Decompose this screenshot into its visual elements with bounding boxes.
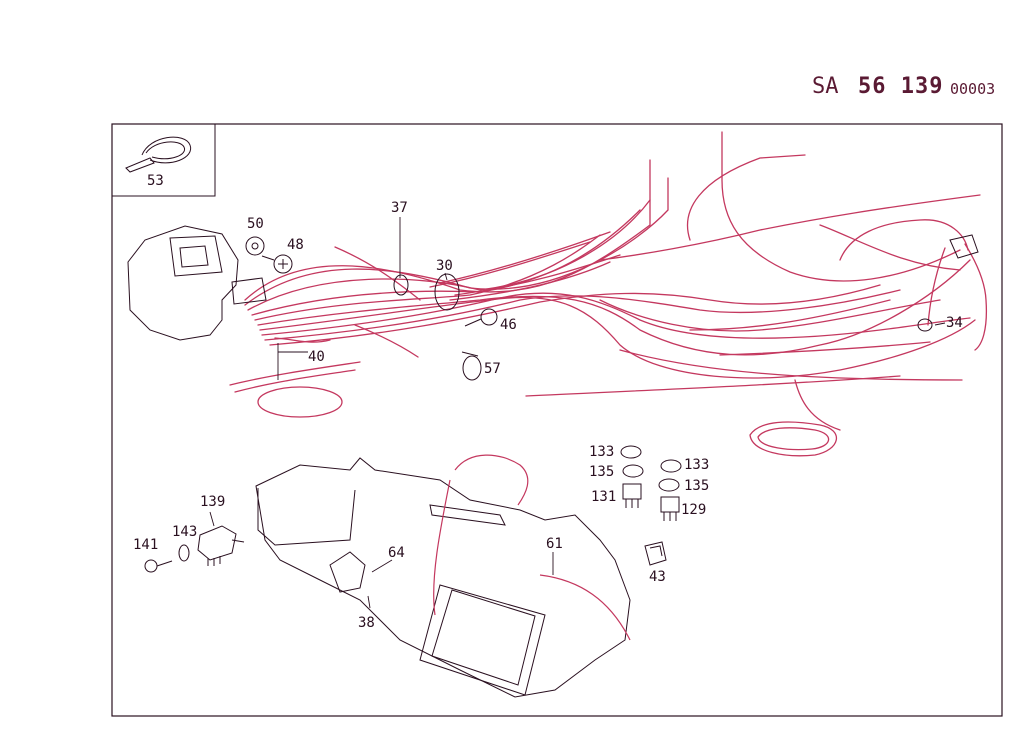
callout-143: 143: [172, 524, 198, 540]
callout-133a: 133: [589, 444, 615, 460]
diagram-sequence: 00003: [950, 80, 996, 98]
callout-64: 64: [388, 545, 405, 561]
callout-34: 34: [946, 315, 963, 331]
callout-38: 38: [358, 615, 375, 631]
diagram-code-prefix: SA: [812, 74, 839, 99]
callout-61: 61: [546, 536, 563, 552]
callout-53: 53: [147, 173, 164, 189]
connector-part-131: [622, 483, 642, 508]
callout-139: 139: [200, 494, 226, 510]
heater-cable: [433, 454, 631, 641]
callout-129: 129: [681, 502, 707, 518]
washer-part-50: [245, 236, 265, 256]
screw-part-48: [261, 254, 293, 274]
harness-clamps: [393, 234, 979, 332]
switch-part-139: [197, 525, 245, 566]
connector-block: [127, 225, 267, 341]
wiring-harness: [229, 131, 988, 457]
cap-part-133b: [660, 459, 682, 473]
cap-part-133a: [620, 445, 642, 459]
washer-part-135a: [622, 464, 644, 478]
heater-unit: [255, 457, 631, 698]
clip-part-57: [461, 351, 482, 381]
gasket-part-143: [178, 544, 190, 562]
washer-part-135b: [658, 478, 680, 492]
inset-frame: [112, 124, 216, 197]
bracket-part-43: [644, 541, 667, 566]
callout-40: 40: [308, 349, 325, 365]
callout-133b: 133: [684, 457, 710, 473]
callout-46: 46: [500, 317, 517, 333]
callout-141: 141: [133, 537, 159, 553]
callout-131: 131: [591, 489, 617, 505]
callout-43: 43: [649, 569, 666, 585]
callout-37: 37: [391, 200, 408, 216]
callout-135a: 135: [589, 464, 615, 480]
callout-48: 48: [287, 237, 304, 253]
diagram-frame: [111, 123, 1003, 717]
diagram-number: 56 139: [858, 74, 944, 99]
callout-57: 57: [484, 361, 501, 377]
leader-lines: [209, 217, 946, 609]
cable-tie-part-53: [125, 136, 192, 173]
callout-50: 50: [247, 216, 264, 232]
callout-30: 30: [436, 258, 453, 274]
screw-part-46: [464, 308, 498, 327]
connector-part-129: [660, 496, 680, 521]
screw-part-141: [144, 559, 173, 573]
callout-135b: 135: [684, 478, 710, 494]
